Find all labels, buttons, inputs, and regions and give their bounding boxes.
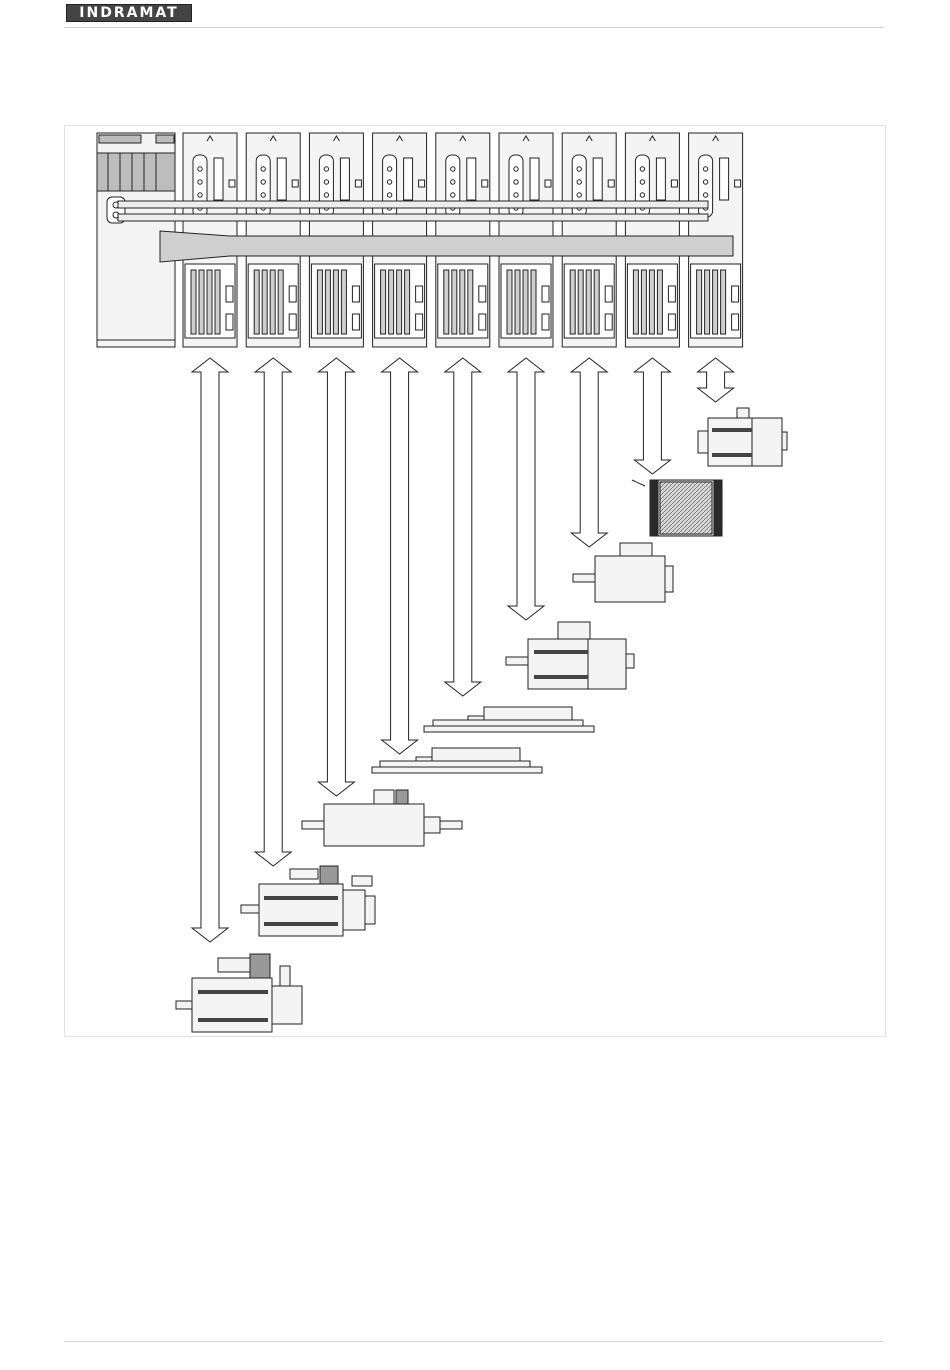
- connection-arrow: [634, 358, 670, 474]
- connection-arrow: [192, 358, 228, 942]
- connection-arrow: [571, 358, 607, 547]
- connection-arrow: [508, 358, 544, 620]
- connection-arrow: [255, 358, 291, 866]
- motor-servo-medium: [241, 866, 375, 936]
- motor-servo-large: [176, 954, 302, 1032]
- connection-arrow: [318, 358, 354, 796]
- motor-synchronous-small: [632, 480, 722, 536]
- connection-arrow: [698, 358, 734, 402]
- connection-arrow: [445, 358, 481, 696]
- motor-ring: [698, 408, 787, 466]
- motor-linear-a: [424, 707, 594, 732]
- connection-arrows: [192, 358, 734, 942]
- footer-rule: [64, 1341, 884, 1342]
- motor-asynchronous-spindle: [573, 543, 673, 602]
- motor-servo-brake: [506, 622, 634, 689]
- motor-kit-spindle: [302, 790, 462, 846]
- connection-arrow: [382, 358, 418, 754]
